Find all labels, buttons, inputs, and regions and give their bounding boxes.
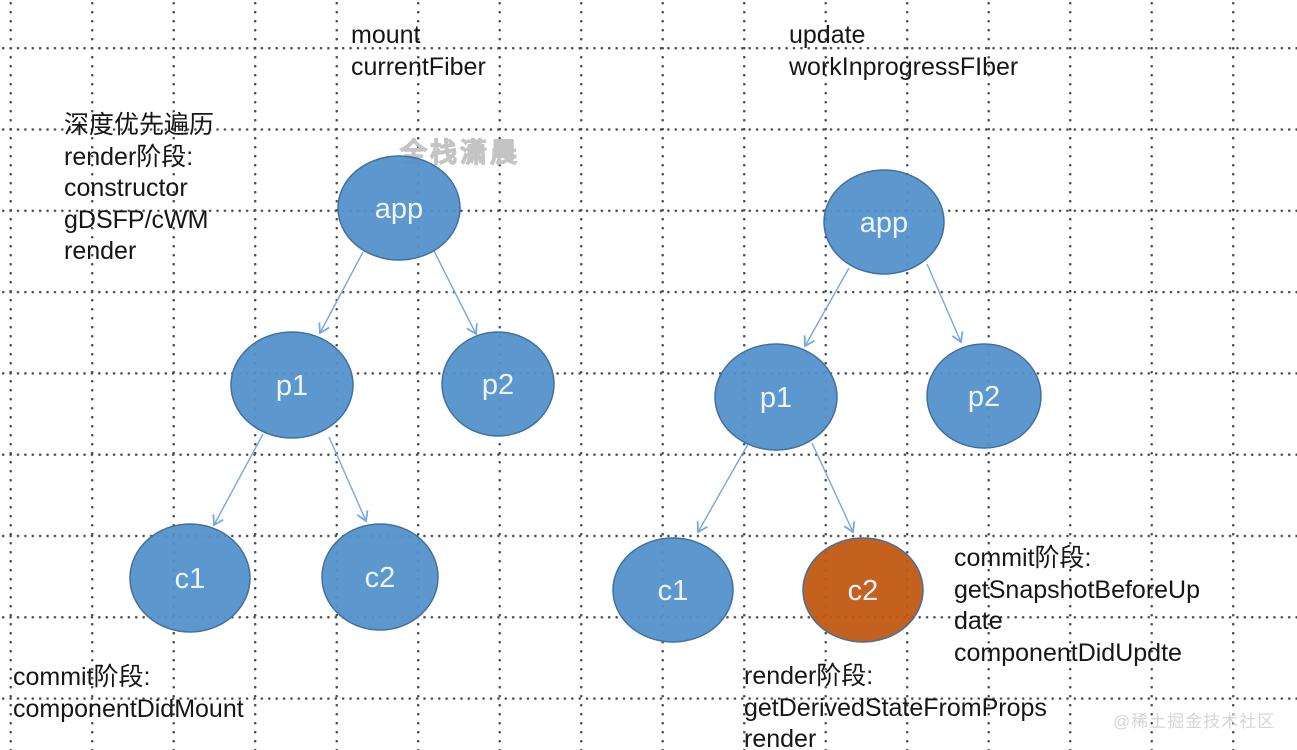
mount-node-p2 — [441, 331, 555, 437]
update-node-c1-label: c1 — [658, 575, 689, 607]
update-edge-p1-c2 — [811, 442, 856, 534]
update-node-c2-label: c2 — [848, 575, 879, 607]
mount-node-app-label: app — [375, 193, 423, 225]
mount-node-c2 — [321, 523, 439, 631]
mount-node-c1 — [129, 523, 251, 633]
update-node-app-label: app — [860, 207, 908, 239]
dfs-render-phase-note: 深度优先遍历 render阶段: constructor gDSFP/cWM r… — [64, 111, 215, 265]
mount-edge-p1-c2 — [328, 436, 369, 523]
mount-node-p1-label: p1 — [276, 370, 308, 402]
update-tree: app p1 p2 c1 c2 — [612, 169, 1042, 643]
update-node-app — [823, 169, 945, 275]
mount-node-c1-label: c1 — [175, 563, 206, 595]
mount-edge-app-p1 — [318, 251, 364, 335]
update-heading: update workInprogressFIber — [789, 21, 1019, 81]
mount-node-c2-label: c2 — [365, 562, 396, 594]
mount-edge-app-p2 — [433, 250, 478, 336]
mount-node-p2-label: p2 — [482, 369, 514, 401]
commit-phase-mount-note: commit阶段: componentDidMount — [13, 663, 244, 723]
mount-tree: app p1 p2 c1 c2 — [129, 155, 555, 633]
mount-heading: mount currentFiber — [351, 21, 486, 81]
commit-phase-update-note: commit阶段: getSnapshotBeforeUp date compo… — [954, 544, 1201, 667]
mount-edge-p1-c1 — [212, 433, 264, 527]
update-node-c1 — [612, 537, 734, 643]
update-edge-p1-c1 — [696, 443, 749, 534]
mount-node-app — [337, 155, 461, 261]
update-node-c2-changed — [802, 537, 924, 643]
update-node-p2-label: p2 — [968, 381, 1000, 413]
mount-node-p1 — [230, 331, 354, 439]
update-edge-app-p1 — [803, 267, 850, 348]
update-node-p2 — [926, 343, 1042, 449]
update-edge-app-p2 — [926, 263, 964, 344]
juejin-watermark: @稀土掘金技术社区 — [1113, 712, 1276, 731]
render-phase-update-note: render阶段: getDerivedStateFromProps rende… — [744, 662, 1047, 750]
update-node-p1-label: p1 — [760, 382, 792, 414]
update-node-p1 — [714, 343, 838, 451]
